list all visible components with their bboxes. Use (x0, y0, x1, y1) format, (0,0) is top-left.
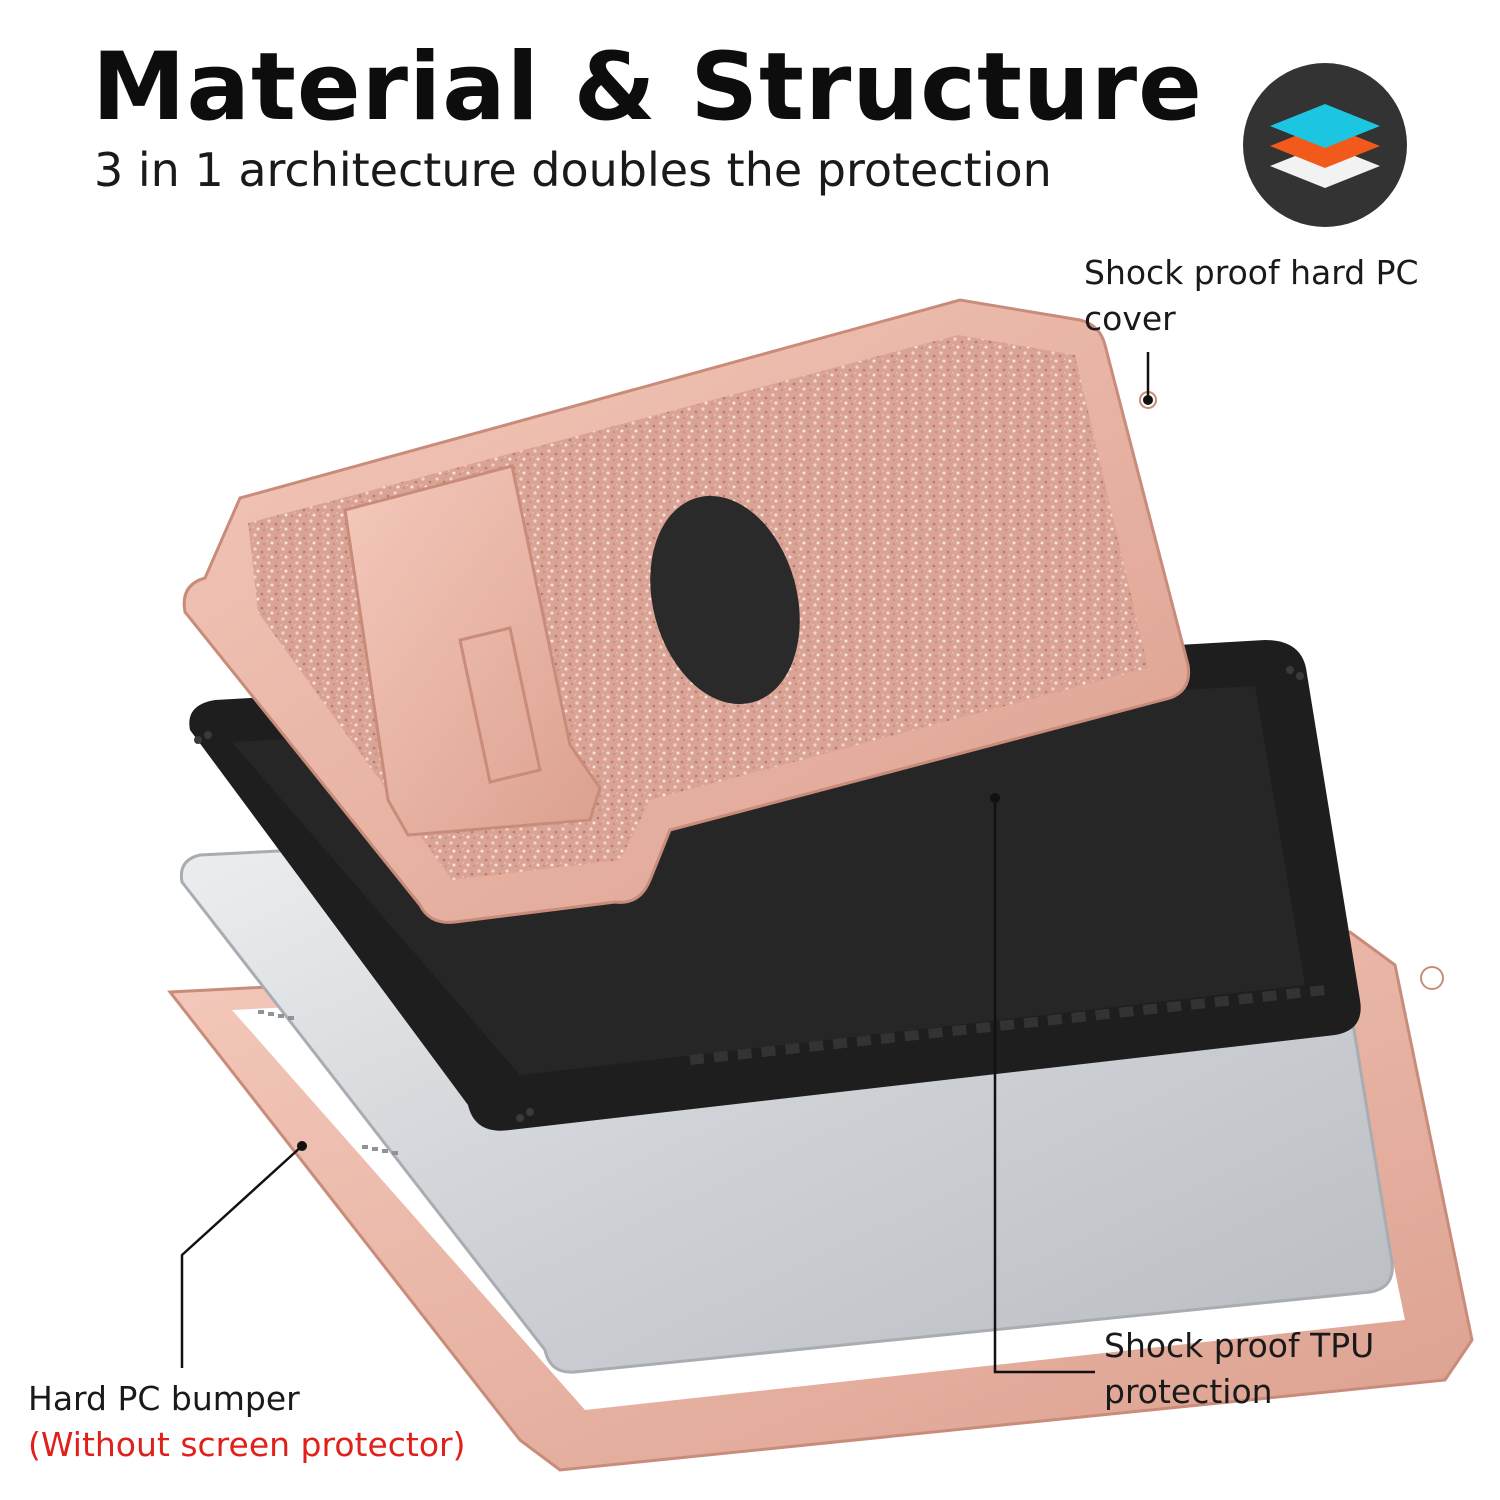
callout-lines (180, 352, 1150, 1374)
callout-bumper-note: (Without screen protector) (28, 1425, 466, 1464)
callout-tpu-line2: protection (1104, 1372, 1273, 1411)
callout-tpu: Shock proof TPU protection (1104, 1323, 1374, 1415)
callout-cover: Shock proof hard PC cover (1084, 250, 1419, 342)
page-title: Material & Structure (92, 33, 1203, 142)
cover-layer (182, 298, 1191, 924)
callout-bumper: Hard PC bumper (Without screen protector… (28, 1376, 465, 1468)
layers-icon (1243, 63, 1407, 227)
callout-tpu-line1: Shock proof TPU (1104, 1326, 1375, 1365)
callout-dots (297, 395, 1153, 1151)
callout-cover-line2: cover (1084, 299, 1176, 338)
callout-cover-line1: Shock proof hard PC (1084, 253, 1419, 292)
callout-bumper-line1: Hard PC bumper (28, 1379, 300, 1418)
page-subtitle: 3 in 1 architecture doubles the protecti… (94, 143, 1052, 197)
